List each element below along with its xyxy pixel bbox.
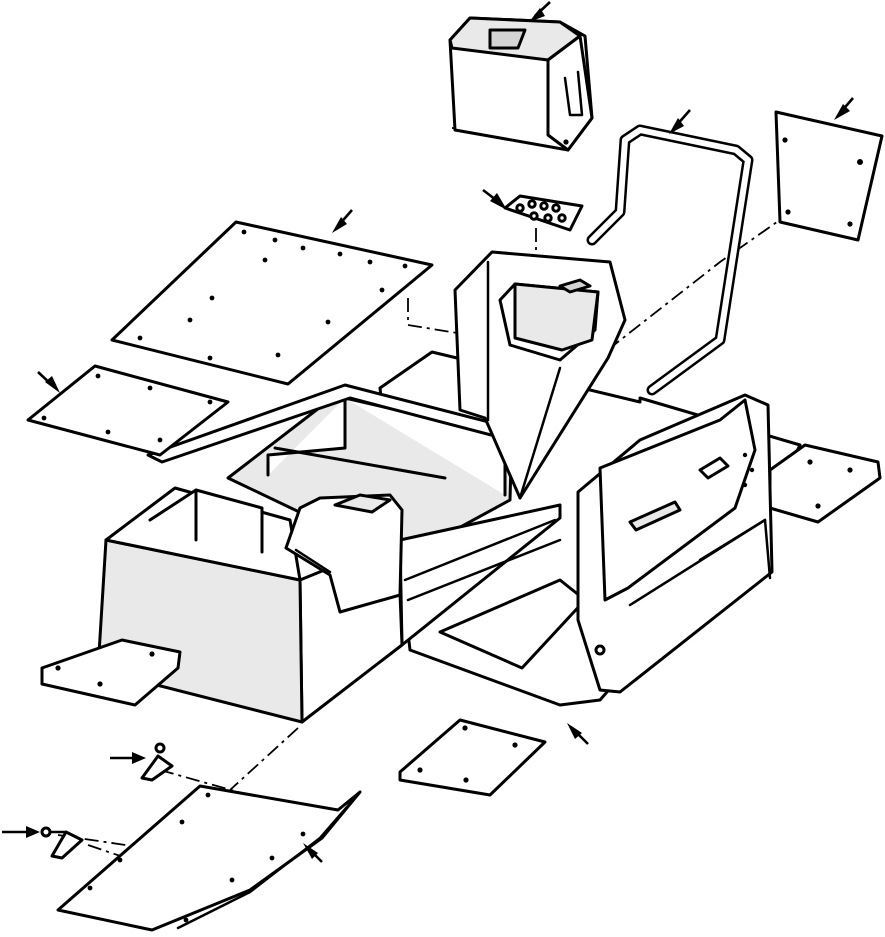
right-side-plate (774, 110, 884, 242)
handrail (586, 124, 754, 396)
arrow-fastener-upper (110, 752, 146, 764)
top-cover-box (448, 16, 594, 152)
arrow-lower-front-plate (303, 843, 323, 863)
small-floor-plate (26, 364, 230, 457)
arrow-top-box (529, 1, 551, 22)
right-side-panel (576, 393, 774, 694)
left-foot-plate (40, 638, 182, 707)
bottom-foot-plate (398, 718, 547, 797)
control-plate (503, 194, 584, 232)
latch-fastener-upper (140, 742, 174, 782)
arrow-side-plate (834, 97, 854, 120)
latch-fastener-lower (40, 826, 84, 860)
arrow-large-floor-plate (332, 209, 353, 233)
arrow-small-floor-plate (37, 371, 60, 393)
console-body (96, 383, 587, 724)
arrow-bottom-plate (567, 723, 589, 745)
arrow-fastener-lower (2, 826, 40, 838)
arrow-handrail (669, 109, 691, 134)
right-foot-plate (768, 443, 882, 524)
tower-housing (453, 250, 627, 500)
lower-front-plate (56, 784, 362, 932)
large-floor-plate (110, 220, 434, 386)
arrow-control-plate (482, 188, 507, 210)
